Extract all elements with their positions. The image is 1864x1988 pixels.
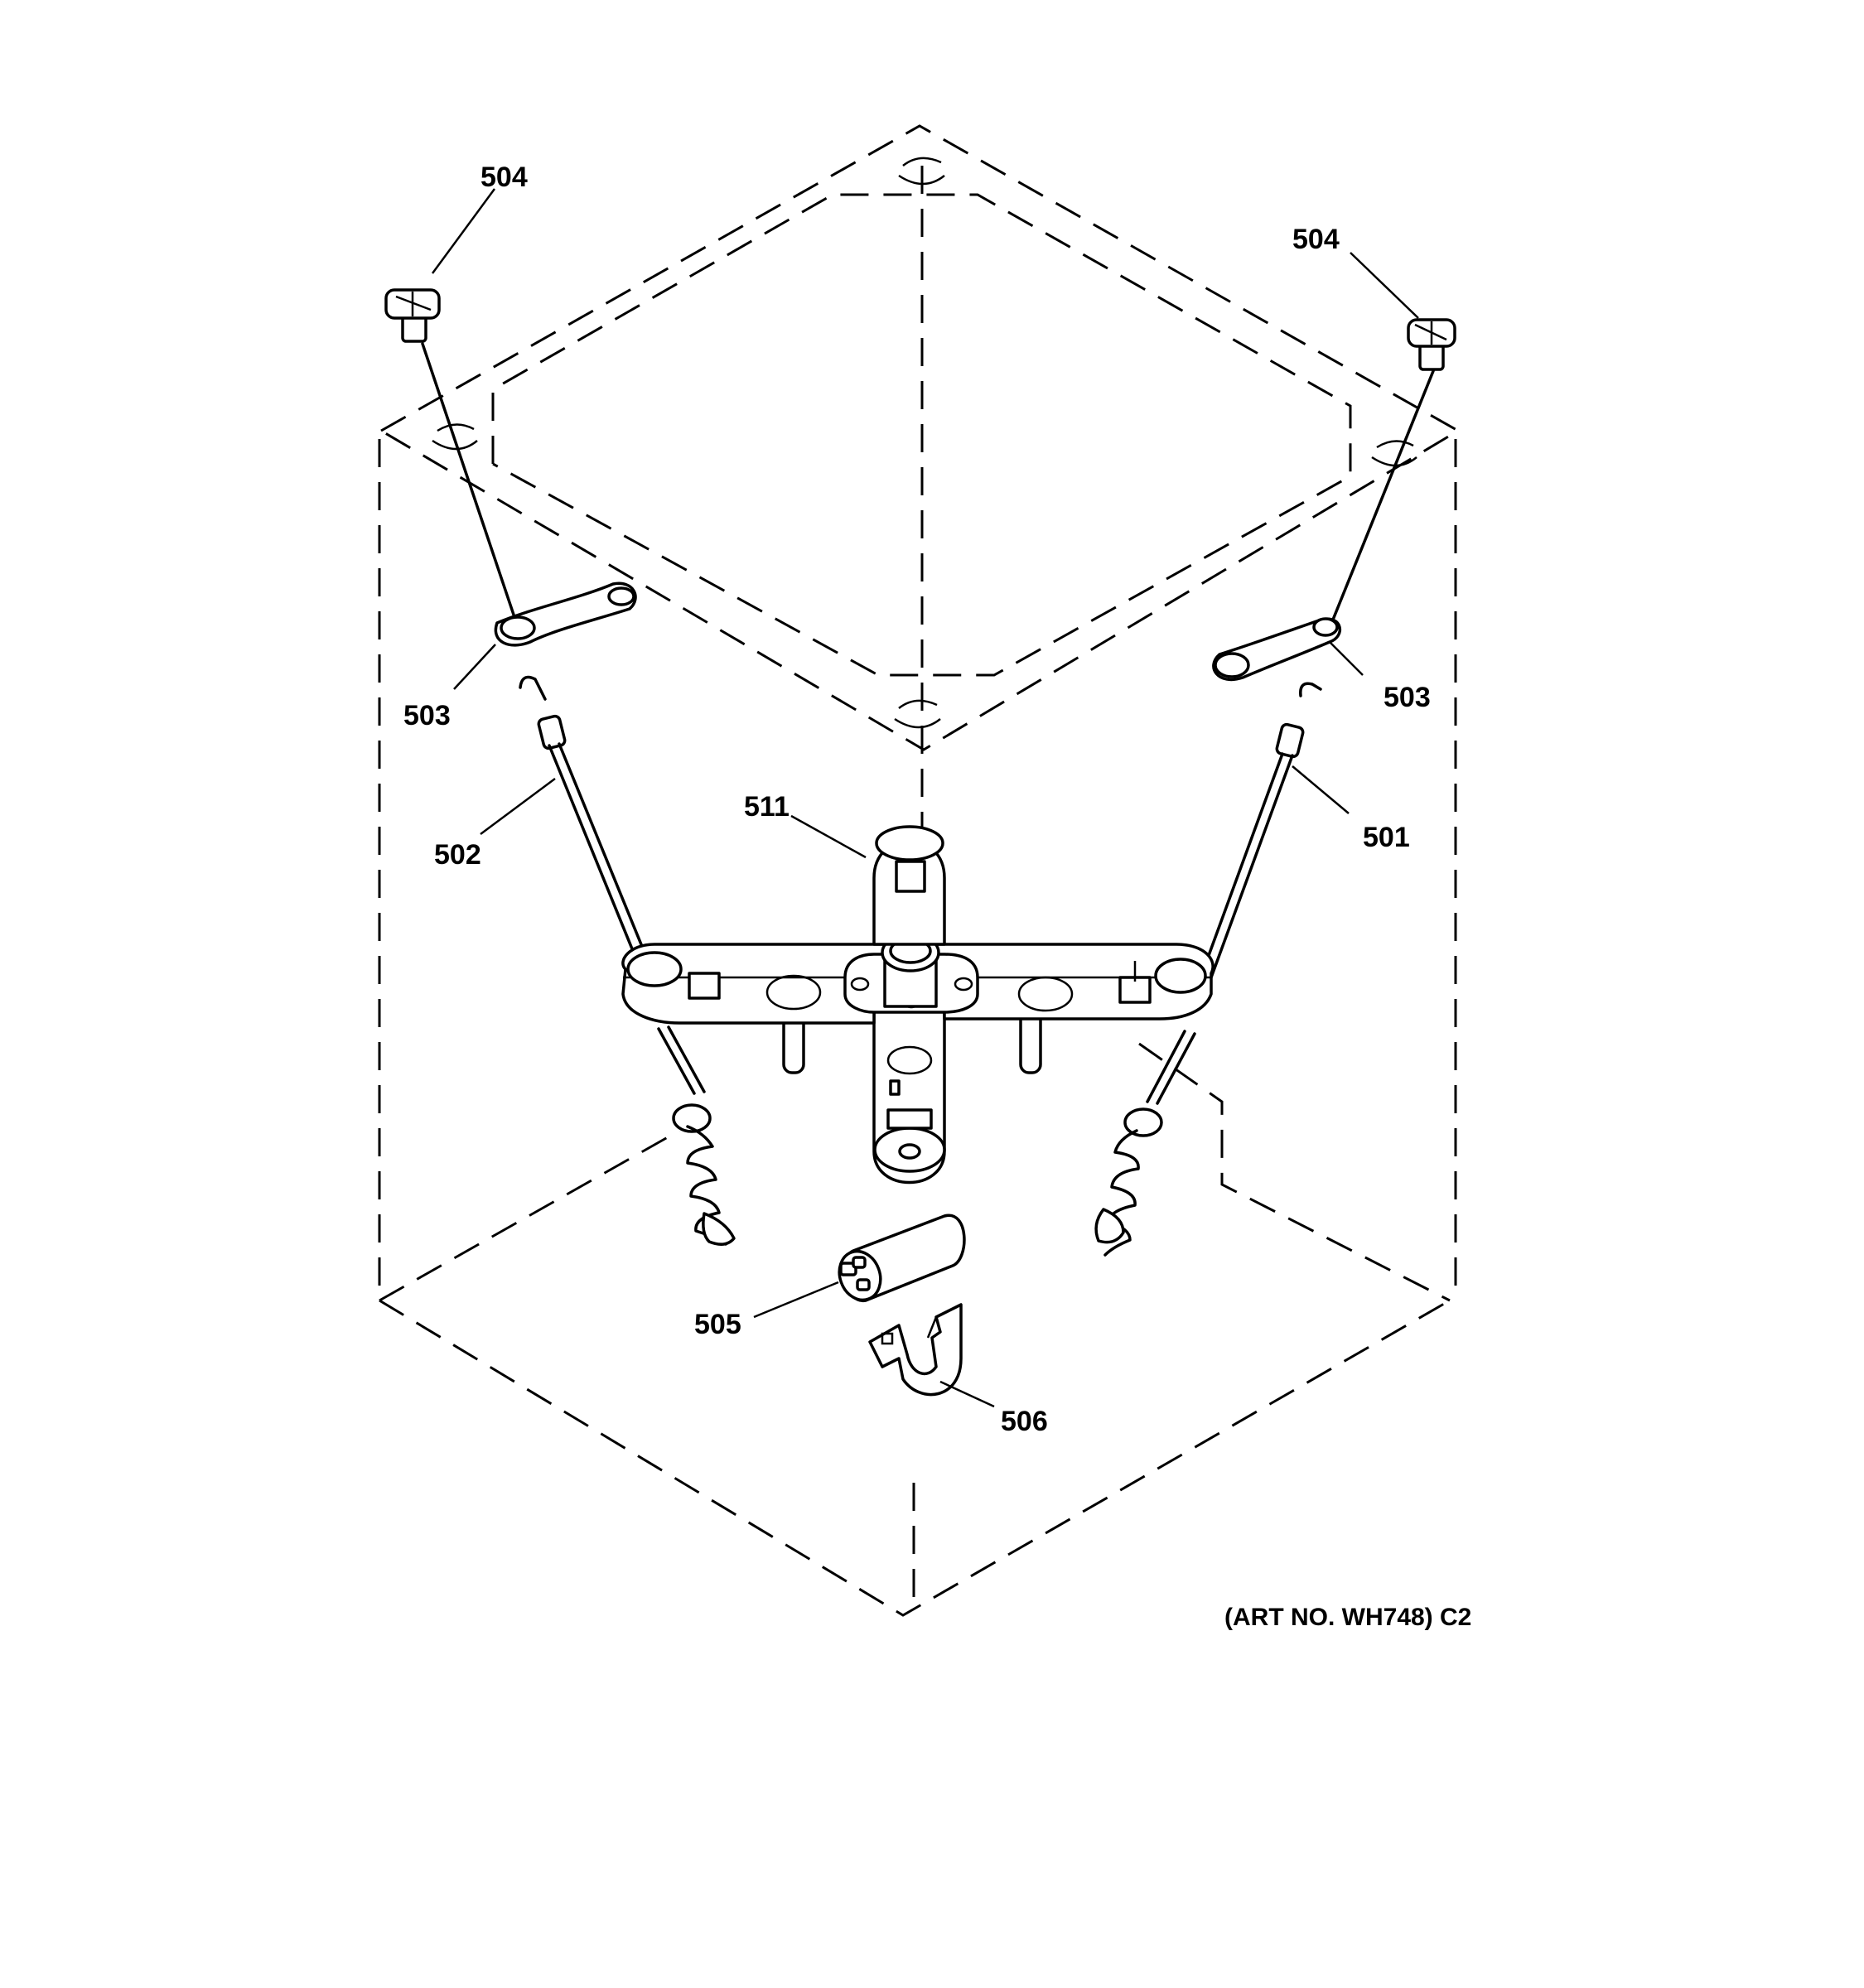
callout-501: 501 xyxy=(1363,822,1410,853)
suspension-rod-right xyxy=(1146,682,1322,1105)
callout-503-left: 503 xyxy=(403,700,451,731)
callout-504-left: 504 xyxy=(480,162,528,193)
wire-right xyxy=(1328,369,1435,630)
suspension-rod-left xyxy=(519,675,706,1095)
art-number: (ART NO. WH748) C2 xyxy=(1224,1604,1471,1631)
callout-504-right: 504 xyxy=(1292,224,1340,255)
callout-506: 506 xyxy=(1001,1406,1048,1437)
callout-503-right: 503 xyxy=(1384,682,1431,713)
pivot-pin-left xyxy=(384,288,441,343)
callout-505: 505 xyxy=(694,1309,741,1340)
pivot-pin-right xyxy=(1407,318,1456,371)
wire-left xyxy=(421,342,517,621)
pivot-link-right xyxy=(1212,617,1342,682)
capacitor xyxy=(838,1214,966,1302)
pivot-link-left xyxy=(494,581,637,647)
callout-511: 511 xyxy=(744,791,790,823)
capacitor-clip xyxy=(868,1303,963,1397)
cabinet-outline xyxy=(378,124,1461,1617)
suspension-base xyxy=(621,825,1214,1185)
spring-right xyxy=(1094,1107,1163,1257)
leader-lines xyxy=(431,188,1419,1408)
callout-502: 502 xyxy=(434,839,481,871)
spring-left xyxy=(672,1103,736,1246)
